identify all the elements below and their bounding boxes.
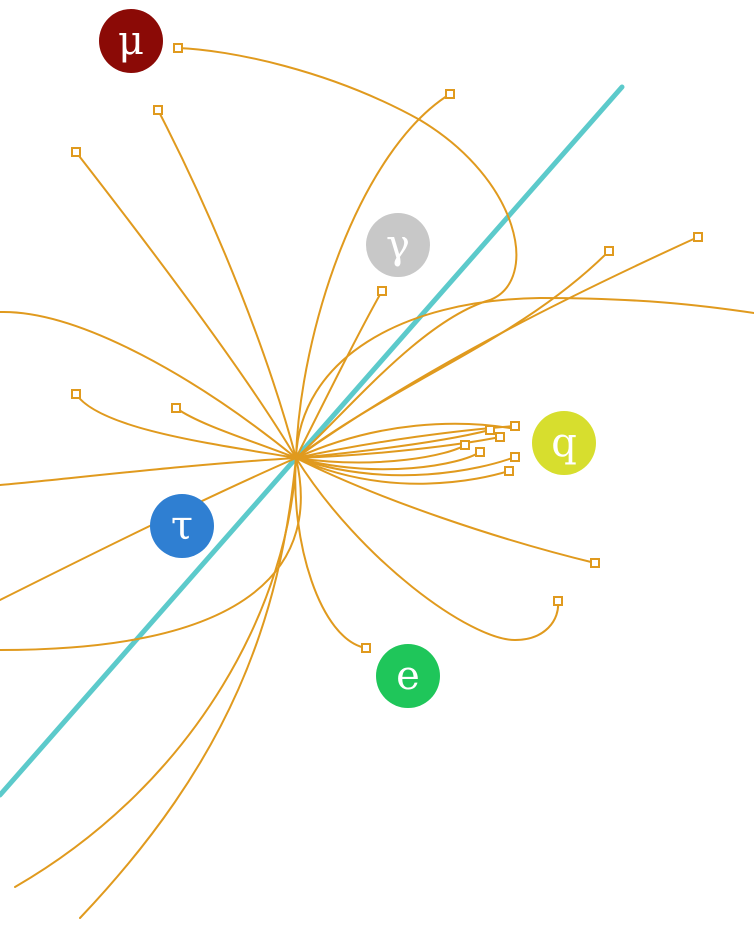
track-endpoint-marker [171, 403, 181, 413]
track-endpoint-marker [604, 246, 614, 256]
track-endpoint-marker [590, 558, 600, 568]
particle-track [295, 456, 516, 477]
particle-track [0, 310, 297, 459]
track-endpoint-marker [377, 286, 387, 296]
track-endpoint-marker [485, 425, 495, 435]
track-endpoints [71, 43, 703, 653]
particle-track [294, 457, 367, 649]
track-endpoint-marker [445, 89, 455, 99]
track-endpoint-marker [510, 421, 520, 431]
particle-track [295, 296, 754, 459]
particle-track [75, 151, 297, 459]
particle-track [157, 109, 297, 459]
track-endpoint-marker [510, 452, 520, 462]
particle-track [295, 429, 491, 459]
photon-badge: γ [366, 213, 430, 277]
particle-track [0, 457, 297, 601]
particle-tracks [0, 47, 754, 919]
particle-track [295, 457, 596, 564]
muon-symbol: μ [118, 18, 144, 64]
track-endpoint-marker [361, 643, 371, 653]
particle-track [0, 457, 302, 651]
particle-track [175, 407, 297, 459]
track-endpoint-marker [460, 440, 470, 450]
tau-symbol: τ [171, 503, 193, 549]
track-endpoint-marker [153, 105, 163, 115]
particle-track [295, 451, 481, 471]
quark-badge: q [532, 411, 596, 475]
particle-track [75, 393, 297, 459]
quark-circle [532, 411, 596, 475]
particle-track [79, 457, 297, 919]
electron-circle [376, 644, 440, 708]
particle-track [295, 93, 451, 459]
particle-track [0, 457, 297, 486]
track-endpoint-marker [71, 147, 81, 157]
photon-symbol: γ [386, 222, 410, 268]
track-endpoint-marker [495, 432, 505, 442]
muon-badge: μ [99, 9, 163, 73]
tau-circle [150, 494, 214, 558]
muon-circle [99, 9, 163, 73]
particle-track [295, 290, 383, 459]
track-endpoint-marker [504, 466, 514, 476]
photon-circle [366, 213, 430, 277]
track-endpoint-marker [693, 232, 703, 242]
tau-badge: τ [150, 494, 214, 558]
particle-track [295, 457, 510, 485]
electron-badge: e [376, 644, 440, 708]
track-endpoint-marker [71, 389, 81, 399]
track-endpoint-marker [173, 43, 183, 53]
particle-track [295, 436, 501, 459]
beam-axis-line [0, 84, 625, 798]
particle-track [295, 457, 560, 642]
particle-track [177, 47, 518, 459]
track-endpoint-marker [475, 447, 485, 457]
particle-track [295, 444, 466, 464]
quark-symbol: q [551, 420, 577, 466]
particle-track [295, 236, 699, 459]
electron-symbol: e [396, 653, 420, 699]
track-endpoint-marker [553, 596, 563, 606]
